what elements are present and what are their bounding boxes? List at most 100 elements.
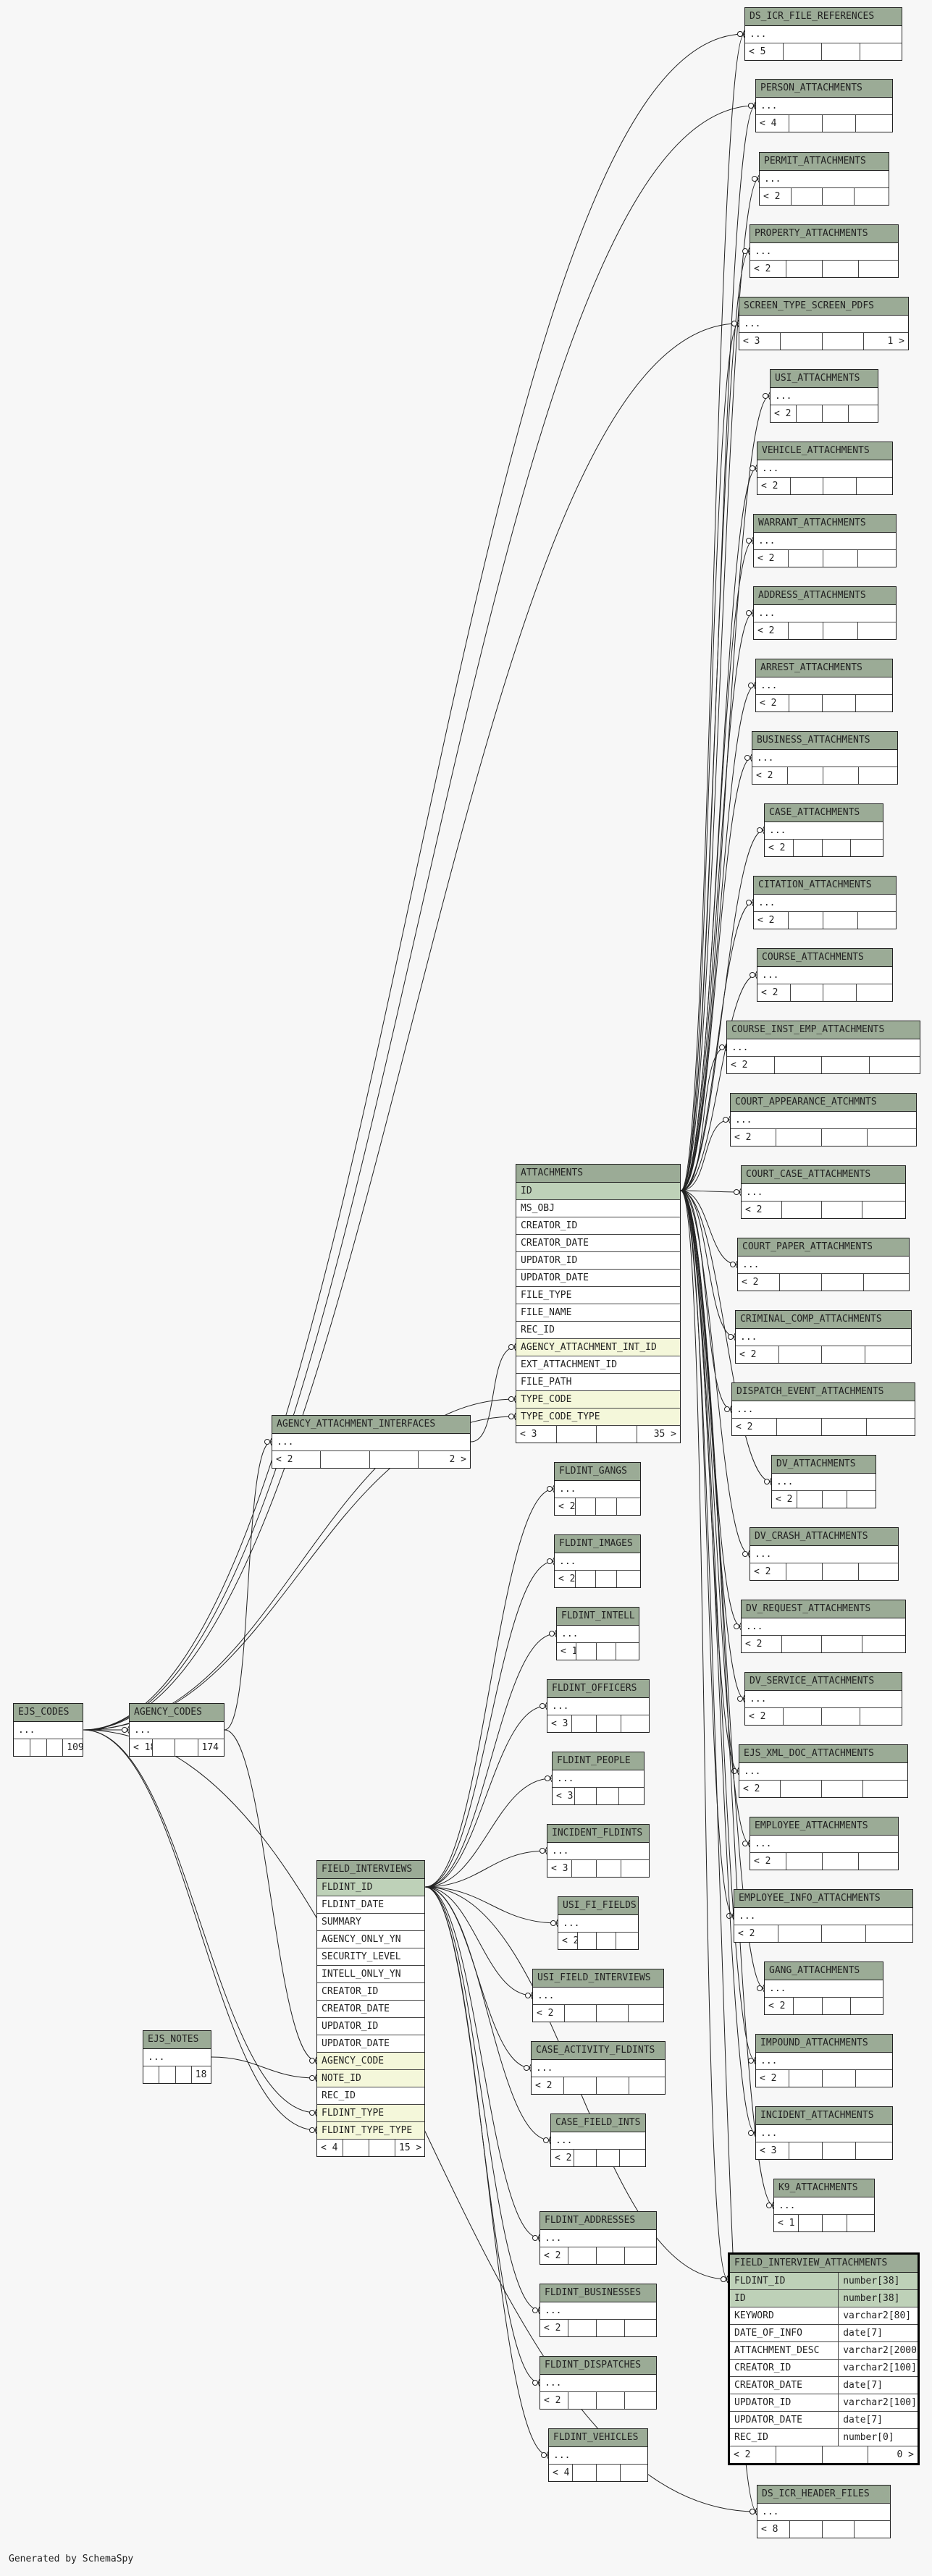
parents-count[interactable]: < 2 — [732, 1419, 777, 1435]
children-count[interactable] — [866, 1925, 913, 1942]
children-count[interactable] — [617, 1571, 641, 1587]
collapsed-columns[interactable]: ... — [727, 1039, 920, 1057]
table-court-paper-attachments[interactable]: COURT_PAPER_ATTACHMENTS...< 2 — [737, 1238, 910, 1291]
parents-count[interactable]: < 2 — [756, 2070, 789, 2087]
table-header[interactable]: INCIDENT_ATTACHMENTS — [756, 2107, 892, 2125]
collapsed-columns[interactable]: ... — [756, 2125, 892, 2142]
table-employee-info-attachments[interactable]: EMPLOYEE_INFO_ATTACHMENTS...< 2 — [734, 1889, 913, 1943]
children-count[interactable] — [856, 695, 892, 711]
collapsed-columns[interactable]: ... — [739, 316, 908, 333]
column-creator-date[interactable]: CREATOR_DATE — [516, 1235, 680, 1252]
column-fldint-type[interactable]: FLDINT_TYPE — [317, 2105, 424, 2122]
column-creator-date[interactable]: CREATOR_DATE — [317, 2001, 424, 2018]
table-header[interactable]: FLDINT_IMAGES — [555, 1535, 640, 1553]
table-header[interactable]: CITATION_ATTACHMENTS — [754, 877, 896, 895]
children-count[interactable] — [629, 2077, 665, 2094]
table-header[interactable]: DV_REQUEST_ATTACHMENTS — [742, 1600, 905, 1618]
collapsed-columns[interactable]: ... — [754, 533, 896, 550]
collapsed-columns[interactable]: ... — [750, 1546, 898, 1563]
collapsed-columns[interactable]: ... — [756, 677, 892, 695]
parents-count[interactable]: < 2 — [734, 1925, 778, 1942]
table-header[interactable]: AGENCY_ATTACHMENT_INTERFACES — [272, 1416, 470, 1434]
parents-count[interactable]: < 2 — [739, 1781, 781, 1797]
children-count[interactable] — [860, 1708, 902, 1725]
table-header[interactable]: COURT_CASE_ATTACHMENTS — [742, 1166, 905, 1184]
parents-count[interactable]: < 2 — [532, 2077, 564, 2094]
table-header[interactable]: FLDINT_VEHICLES — [549, 2429, 647, 2447]
table-course-attachments[interactable]: COURSE_ATTACHMENTS...< 2 — [757, 948, 893, 1002]
collapsed-columns[interactable]: ... — [756, 2053, 892, 2070]
column-updator-id[interactable]: UPDATOR_ID — [516, 1252, 680, 1270]
children-count[interactable] — [859, 1853, 898, 1870]
table-ejs-notes[interactable]: EJS_NOTES...18 > — [143, 2030, 211, 2084]
collapsed-columns[interactable]: ... — [549, 2447, 647, 2465]
table-header[interactable]: DV_SERVICE_ATTACHMENTS — [745, 1673, 902, 1691]
table-permit-attachments[interactable]: PERMIT_ATTACHMENTS...< 2 — [759, 152, 889, 206]
collapsed-columns[interactable]: ... — [130, 1722, 224, 1739]
parents-count[interactable]: < 2 — [742, 1202, 782, 1218]
children-count[interactable] — [860, 43, 902, 60]
table-header[interactable]: DS_ICR_HEADER_FILES — [757, 2486, 890, 2504]
collapsed-columns[interactable]: ... — [540, 2230, 656, 2247]
children-count[interactable] — [847, 2215, 875, 2231]
table-impound-attachments[interactable]: IMPOUND_ATTACHMENTS...< 2 — [755, 2034, 893, 2087]
table-k9-attachments[interactable]: K9_ATTACHMENTS...< 1 — [773, 2179, 875, 2232]
table-dv-attachments[interactable]: DV_ATTACHMENTS...< 2 — [771, 1455, 876, 1508]
table-header[interactable]: ATTACHMENTS — [516, 1165, 680, 1183]
column-file-path[interactable]: FILE_PATH — [516, 1374, 680, 1391]
children-count[interactable] — [858, 550, 896, 567]
table-header[interactable]: PERMIT_ATTACHMENTS — [760, 153, 889, 171]
children-count[interactable] — [625, 2320, 656, 2336]
column-agency-attachment-int-id[interactable]: AGENCY_ATTACHMENT_INT_ID — [516, 1339, 680, 1356]
table-property-attachments[interactable]: PROPERTY_ATTACHMENTS...< 2 — [750, 224, 899, 278]
parents-count[interactable]: < 2 — [760, 188, 792, 205]
table-vehicle-attachments[interactable]: VEHICLE_ATTACHMENTS...< 2 — [757, 442, 893, 495]
collapsed-columns[interactable]: ... — [745, 1691, 902, 1708]
parents-count[interactable]: < 2 — [555, 1498, 576, 1515]
parents-count[interactable]: < 3 — [547, 1715, 572, 1732]
table-ds-icr-file-references[interactable]: DS_ICR_FILE_REFERENCES...< 5 — [744, 7, 902, 61]
column-fldint-type-type[interactable]: FLDINT_TYPE_TYPE — [317, 2122, 424, 2140]
parents-count[interactable]: < 2 — [754, 912, 789, 929]
collapsed-columns[interactable]: ... — [532, 2060, 665, 2077]
table-header[interactable]: COURT_APPEARANCE_ATCHMNTS — [731, 1094, 916, 1112]
collapsed-columns[interactable]: ... — [547, 1698, 649, 1715]
parents-count[interactable]: < 2 — [533, 2005, 565, 2022]
table-ejs-xml-doc-attachments[interactable]: EJS_XML_DOC_ATTACHMENTS...< 2 — [739, 1744, 908, 1798]
children-count[interactable] — [621, 1715, 649, 1732]
table-header[interactable]: PERSON_ATTACHMENTS — [756, 80, 892, 98]
parents-count[interactable]: < 2 — [558, 1933, 578, 1949]
column-id[interactable]: ID — [516, 1183, 680, 1200]
table-court-appearance-atchmnts[interactable]: COURT_APPEARANCE_ATCHMNTS...< 2 — [730, 1093, 917, 1146]
table-dv-crash-attachments[interactable]: DV_CRASH_ATTACHMENTS...< 2 — [750, 1527, 899, 1581]
parents-count[interactable]: < 1 — [774, 2215, 799, 2231]
table-fldint-addresses[interactable]: FLDINT_ADDRESSES...< 2 — [540, 2211, 657, 2265]
column-ext-attachment-id[interactable]: EXT_ATTACHMENT_ID — [516, 1356, 680, 1374]
children-count[interactable] — [621, 2465, 647, 2481]
table-fldint-dispatches[interactable]: FLDINT_DISPATCHES...< 2 — [540, 2356, 657, 2410]
children-count[interactable] — [857, 984, 893, 1001]
column-fldint-date[interactable]: FLDINT_DATE — [317, 1896, 424, 1914]
column-security-level[interactable]: SECURITY_LEVEL — [317, 1948, 424, 1966]
parents-count[interactable]: < 2 — [765, 840, 794, 856]
table-header[interactable]: CRIMINAL_COMP_ATTACHMENTS — [736, 1311, 911, 1329]
column-note-id[interactable]: NOTE_ID — [317, 2070, 424, 2087]
table-usi-fi-fields[interactable]: USI_FI_FIELDS...< 2 — [558, 1896, 639, 1950]
column-agency-only-yn[interactable]: AGENCY_ONLY_YN — [317, 1931, 424, 1948]
column-type-code-type[interactable]: TYPE_CODE_TYPE — [516, 1409, 680, 1426]
collapsed-columns[interactable]: ... — [754, 605, 896, 622]
parents-count[interactable]: < 2 — [765, 1998, 794, 2014]
column-agency-code[interactable]: AGENCY_CODE — [317, 2053, 424, 2070]
table-business-attachments[interactable]: BUSINESS_ATTACHMENTS...< 2 — [752, 731, 898, 785]
parents-count[interactable]: < 2 — [742, 1636, 782, 1652]
parents-count[interactable]: < 2 — [757, 984, 791, 1001]
table-usi-field-interviews[interactable]: USI_FIELD_INTERVIEWS...< 2 — [532, 1969, 664, 2022]
column-file-name[interactable]: FILE_NAME — [516, 1304, 680, 1322]
parents-count[interactable]: < 2 — [736, 1346, 779, 1363]
table-header[interactable]: EJS_NOTES — [143, 2031, 211, 2049]
